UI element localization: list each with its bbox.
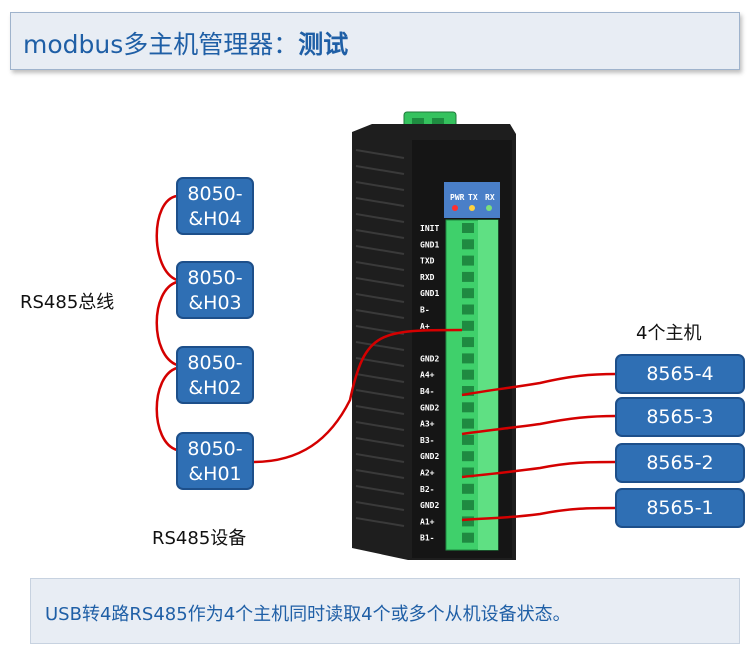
rx-led-icon	[486, 205, 492, 211]
pin-label: GND2	[420, 354, 439, 363]
pin-label: A3+	[420, 420, 435, 429]
device-address: &H01	[188, 463, 242, 485]
terminal-slot	[462, 516, 474, 527]
terminal-slot	[462, 223, 474, 233]
title-bar: modbus多主机管理器：测试	[10, 12, 740, 70]
terminal-slot	[462, 418, 474, 429]
pin-label: GND1	[420, 289, 439, 298]
terminal-slot	[462, 320, 474, 331]
page-title: modbus多主机管理器：测试	[23, 25, 348, 61]
led-label-pwr: PWR	[450, 193, 465, 202]
pin-label: B1-	[420, 534, 434, 543]
terminal-slot	[462, 500, 474, 511]
pin-label: TXD	[420, 257, 435, 266]
device-model: 8050-	[187, 438, 243, 460]
terminal-slot	[462, 467, 474, 478]
pin-label: A1+	[420, 517, 435, 526]
title-emphasis: 测试	[298, 30, 349, 59]
terminal-slot	[462, 483, 474, 494]
device-address: &H03	[188, 292, 242, 314]
terminal-slot	[462, 271, 474, 282]
pin-label: GND2	[420, 501, 439, 510]
rs485-bus-wires	[155, 194, 463, 464]
terminal-slot	[462, 353, 474, 364]
converter-module: PWR TX RX INITGND1TXDRXDGND1B-A+GND2A4+B…	[352, 111, 516, 560]
pin-label: GND2	[420, 452, 439, 461]
pin-labels: INITGND1TXDRXDGND1B-A+GND2A4+B4-GND2A3+B…	[420, 224, 439, 543]
footer-bar: USB转4路RS485作为4个主机同时读取4个或多个从机设备状态。	[30, 578, 740, 644]
terminal-slot	[462, 255, 474, 266]
hosts-label: 4个主机	[636, 323, 702, 344]
device-node-h02: 8050- &H02	[176, 346, 254, 404]
device-node-h04: 8050- &H04	[176, 177, 254, 235]
footer-text: USB转4路RS485作为4个主机同时读取4个或多个从机设备状态。	[45, 604, 571, 625]
host-node-1: 8565-1	[615, 488, 745, 528]
terminal-slot	[462, 369, 474, 380]
led-label-rx: RX	[485, 193, 495, 202]
device-node-h01: 8050- &H01	[176, 432, 254, 490]
terminal-slots	[462, 223, 474, 543]
tx-led-icon	[469, 205, 475, 211]
pin-label: A+	[420, 322, 430, 331]
device-address: &H02	[188, 377, 242, 399]
device-model: 8050-	[187, 352, 243, 374]
pin-label: A2+	[420, 469, 435, 478]
terminal-slot	[462, 532, 474, 543]
host-node-4: 8565-4	[615, 354, 745, 394]
pwr-led-icon	[452, 205, 458, 211]
terminal-slot	[462, 434, 474, 445]
pin-label: B-	[420, 306, 430, 315]
terminal-slot	[462, 451, 474, 462]
host-node-2: 8565-2	[615, 443, 745, 483]
pin-label: GND2	[420, 403, 439, 412]
pin-label: B2-	[420, 485, 434, 494]
pin-label: RXD	[420, 273, 435, 282]
device-address: &H04	[188, 208, 242, 230]
bus-label: RS485总线	[20, 292, 115, 313]
host-node-3: 8565-3	[615, 397, 745, 437]
pin-label: B3-	[420, 436, 434, 445]
host-wires	[461, 372, 617, 522]
terminal-slot	[462, 337, 474, 348]
pin-label: GND1	[420, 240, 439, 249]
terminal-slot	[462, 402, 474, 413]
terminal-slot	[462, 386, 474, 396]
led-label-tx: TX	[468, 193, 478, 202]
pin-label: INIT	[420, 224, 439, 233]
pin-label: B4-	[420, 387, 434, 396]
device-model: 8050-	[187, 183, 243, 205]
terminal-slot	[462, 304, 474, 315]
terminal-slot	[462, 239, 474, 250]
pin-label: A4+	[420, 371, 435, 380]
led-panel	[444, 182, 500, 218]
device-model: 8050-	[187, 267, 243, 289]
terminal-slot	[462, 288, 474, 299]
device-node-h03: 8050- &H03	[176, 261, 254, 319]
device-label: RS485设备	[152, 528, 247, 549]
title-main: modbus多主机管理器：	[23, 30, 299, 59]
